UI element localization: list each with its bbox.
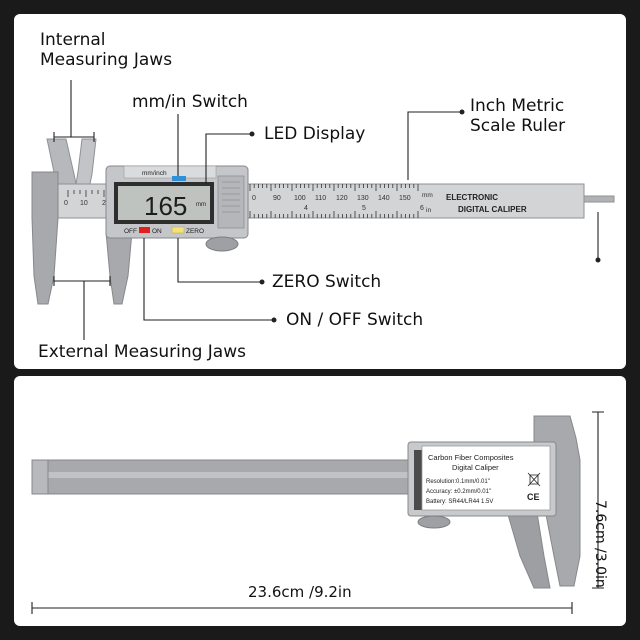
callout-on-off-switch: ON / OFF Switch xyxy=(286,310,424,330)
brand-line-1: ELECTRONIC xyxy=(446,193,498,202)
scale-in-label: in xyxy=(426,207,431,214)
back-thumb-wheel xyxy=(417,515,451,529)
callout-internal-jaws-line1: Internal xyxy=(40,30,106,50)
scale-label-inch: 5 xyxy=(362,205,366,212)
left-scale-label-2: 2 xyxy=(102,200,106,207)
bottom-panel-back-view: Carbon Fiber Composites Digital Caliper … xyxy=(14,376,626,626)
left-scale-ticks xyxy=(67,190,105,197)
left-scale-label-10: 10 xyxy=(80,200,88,207)
callout-mm-in-switch: mm/in Switch xyxy=(132,92,248,112)
depth-rod xyxy=(583,195,615,203)
battery-grip xyxy=(217,175,245,229)
callout-dots xyxy=(249,109,601,323)
callout-led-display: LED Display xyxy=(264,124,366,144)
scale-label-mm: 130 xyxy=(357,195,369,202)
back-beam-endcap xyxy=(31,459,49,495)
on-off-switch-button[interactable] xyxy=(139,227,150,233)
dimension-height-label: 7.6cm /3.0in xyxy=(592,500,608,588)
spec-resolution: Resolution:0.1mm/0.01" xyxy=(426,479,490,485)
callout-internal-jaws: Internal Measuring Jaws xyxy=(40,30,172,70)
right-scale-labels: 0 90 100 110 120 130 140 150 4 5 6 xyxy=(252,195,424,212)
internal-jaw-slider xyxy=(75,138,97,185)
scale-mm-label: mm xyxy=(422,192,433,199)
brand-line-2: DIGITAL CALIPER xyxy=(458,205,527,214)
weee-bin-icon xyxy=(527,472,541,487)
right-scale-ticks xyxy=(249,184,419,218)
scale-label-mm: 100 xyxy=(294,195,306,202)
on-label: ON xyxy=(152,228,162,235)
mm-inch-label: mm/inch xyxy=(142,170,167,177)
callout-zero-switch: ZERO Switch xyxy=(272,272,382,292)
spec-label-line2: Digital Caliper xyxy=(452,463,499,472)
caliper-back-illustration: Carbon Fiber Composites Digital Caliper … xyxy=(31,411,604,614)
off-label: OFF xyxy=(124,228,137,235)
back-beam-groove xyxy=(32,472,412,478)
callout-lines xyxy=(53,80,599,340)
spec-accuracy: Accuracy: ±0.2mm/0.01" xyxy=(426,489,491,495)
back-housing-strip xyxy=(414,450,424,510)
thumb-wheel[interactable] xyxy=(205,236,239,252)
callout-internal-jaws-line2: Measuring Jaws xyxy=(40,50,173,70)
scale-label-mm: 120 xyxy=(336,195,348,202)
scale-label-inch: 4 xyxy=(304,205,308,212)
callout-ruler-line2: Scale Ruler xyxy=(470,116,566,136)
scale-label-mm: 110 xyxy=(315,195,326,202)
zero-switch-button[interactable] xyxy=(171,226,185,234)
slider-housing-top xyxy=(123,165,217,179)
external-jaw-fixed xyxy=(31,171,59,305)
callout-external-jaws: External Measuring Jaws xyxy=(38,342,246,362)
lcd-screen xyxy=(118,186,210,220)
scale-label-mm: 90 xyxy=(273,195,281,202)
dimension-lines xyxy=(31,411,604,614)
callout-ruler-line1: Inch Metric xyxy=(470,96,565,116)
left-scale-label-0: 0 xyxy=(64,200,68,207)
spec-battery: Battery: SR44/LR44 1.5V xyxy=(426,499,493,505)
grip-ridges xyxy=(222,181,240,213)
dimension-length-label: 23.6cm /9.2in xyxy=(248,583,352,601)
lcd-unit: mm xyxy=(196,202,206,208)
external-jaw-slider xyxy=(105,231,133,305)
scale-label-mm: 140 xyxy=(378,195,390,202)
spec-label-line1: Carbon Fiber Composites xyxy=(428,453,514,462)
spec-label xyxy=(421,445,551,511)
scale-label-mm: 150 xyxy=(399,195,411,202)
callout-inch-metric-ruler: Inch Metric Scale Ruler xyxy=(470,96,565,136)
scale-label-inch: 6 xyxy=(420,205,424,212)
ce-mark: CE xyxy=(527,492,540,502)
zero-label: ZERO xyxy=(186,228,204,235)
mm-in-switch-button[interactable] xyxy=(172,176,186,181)
lcd-reading: 165 xyxy=(144,191,187,221)
scale-label-mm: 0 xyxy=(252,195,256,202)
